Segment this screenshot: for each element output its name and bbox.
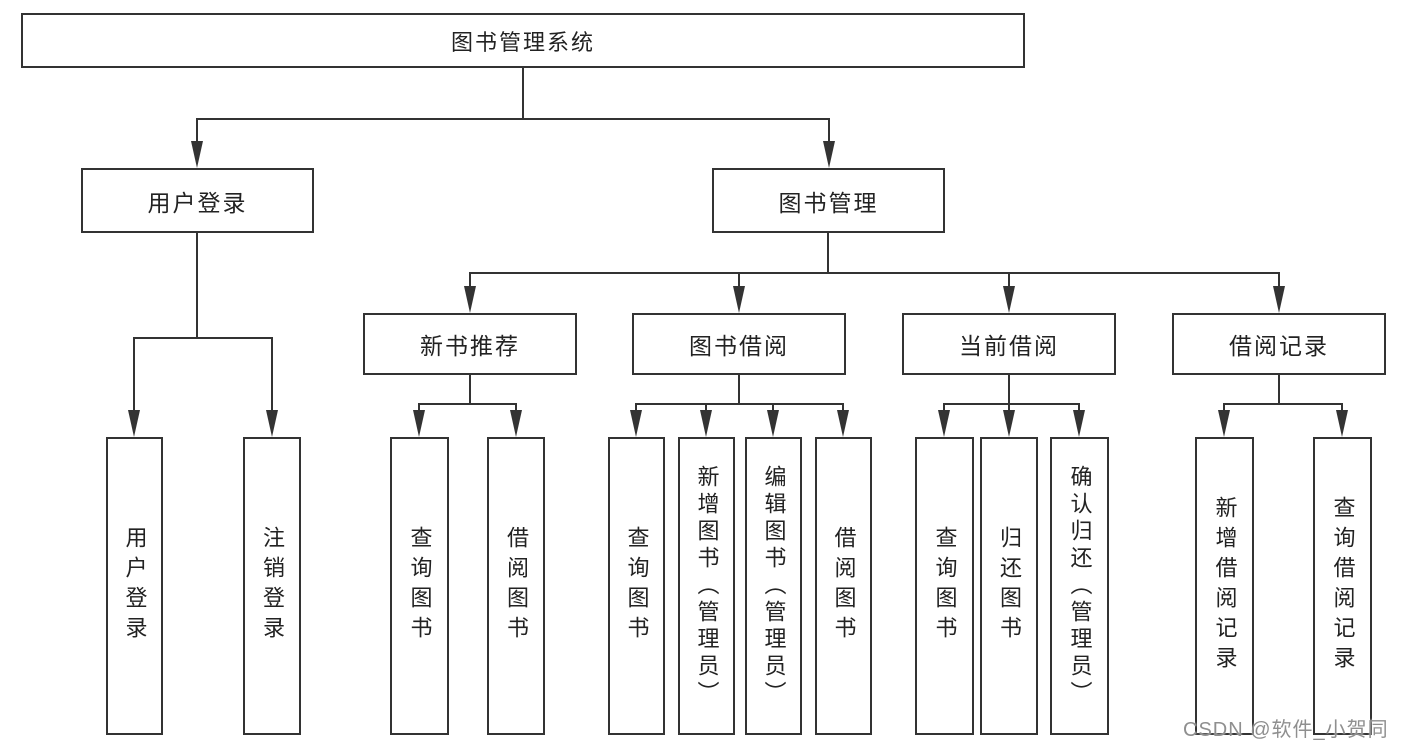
connector-line bbox=[827, 233, 829, 273]
node-label: 查询图书 bbox=[624, 526, 650, 646]
connector-line bbox=[772, 403, 774, 412]
arrow-down-icon bbox=[266, 410, 278, 437]
node-label: 查询图书 bbox=[407, 526, 433, 646]
node-current-borrowing: 当前借阅 bbox=[902, 313, 1116, 375]
connector-line bbox=[133, 337, 273, 339]
node-label: 编辑图书（管理员） bbox=[761, 464, 787, 708]
leaf-logout-login: 注销登录 bbox=[243, 437, 301, 735]
connector-line bbox=[842, 403, 844, 412]
arrow-down-icon bbox=[464, 286, 476, 313]
node-label: 借阅记录 bbox=[1229, 333, 1329, 359]
node-borrowing-records: 借阅记录 bbox=[1172, 313, 1386, 375]
leaf-user-login: 用户登录 bbox=[106, 437, 163, 735]
connector-line bbox=[705, 403, 707, 412]
connector-line bbox=[271, 337, 273, 413]
leaf-nbr-borrow-books: 借阅图书 bbox=[487, 437, 545, 735]
connector-line bbox=[738, 272, 740, 288]
connector-line bbox=[635, 403, 637, 412]
node-label: 新增借阅记录 bbox=[1212, 496, 1238, 676]
connector-line bbox=[1008, 272, 1010, 288]
arrow-down-icon bbox=[733, 286, 745, 313]
arrow-down-icon bbox=[1273, 286, 1285, 313]
arrow-down-icon bbox=[938, 410, 950, 437]
connector-line bbox=[1008, 403, 1010, 412]
node-label: 注销登录 bbox=[260, 526, 285, 646]
leaf-bb-edit-books-admin: 编辑图书（管理员） bbox=[745, 437, 802, 735]
arrow-down-icon bbox=[1218, 410, 1230, 437]
node-label: 图书管理 bbox=[778, 189, 879, 216]
connector-line bbox=[738, 375, 740, 403]
node-label: 图书管理系统 bbox=[450, 29, 595, 55]
connector-line bbox=[1278, 375, 1280, 403]
arrow-down-icon bbox=[630, 410, 642, 437]
node-user-login: 用户登录 bbox=[81, 168, 314, 233]
node-library-system: 图书管理系统 bbox=[21, 13, 1025, 68]
arrow-down-icon bbox=[1003, 410, 1015, 437]
node-label: 新增图书（管理员） bbox=[694, 464, 720, 708]
leaf-cb-confirm-return-admin: 确认归还（管理员） bbox=[1050, 437, 1109, 735]
connector-line bbox=[522, 68, 524, 118]
leaf-nbr-query-books: 查询图书 bbox=[390, 437, 449, 735]
node-book-borrowing: 图书借阅 bbox=[632, 313, 846, 375]
arrow-down-icon bbox=[837, 410, 849, 437]
arrow-down-icon bbox=[128, 410, 140, 437]
leaf-cb-query-books: 查询图书 bbox=[915, 437, 974, 735]
node-label: 查询借阅记录 bbox=[1330, 496, 1356, 676]
arrow-down-icon bbox=[191, 141, 203, 168]
node-label: 新书推荐 bbox=[420, 333, 520, 359]
node-label: 归还图书 bbox=[997, 526, 1022, 646]
leaf-bb-borrow-books: 借阅图书 bbox=[815, 437, 872, 735]
arrow-down-icon bbox=[1003, 286, 1015, 313]
connector-line bbox=[196, 233, 198, 337]
node-label: 用户登录 bbox=[122, 526, 148, 646]
arrow-down-icon bbox=[767, 410, 779, 437]
leaf-bb-query-books: 查询图书 bbox=[608, 437, 665, 735]
connector-line bbox=[469, 272, 471, 288]
node-new-book-recommend: 新书推荐 bbox=[363, 313, 577, 375]
connector-line bbox=[133, 337, 135, 413]
node-label: 用户登录 bbox=[147, 189, 248, 216]
node-label: 确认归还（管理员） bbox=[1067, 464, 1093, 708]
arrow-down-icon bbox=[510, 410, 522, 437]
arrow-down-icon bbox=[1073, 410, 1085, 437]
arrow-down-icon bbox=[1336, 410, 1348, 437]
node-label: 查询图书 bbox=[932, 526, 958, 646]
connector-line bbox=[469, 375, 471, 403]
connector-line bbox=[196, 118, 830, 120]
leaf-br-query-record: 查询借阅记录 bbox=[1313, 437, 1372, 735]
connector-line bbox=[418, 403, 517, 405]
node-label: 借阅图书 bbox=[504, 526, 529, 646]
leaf-cb-return-books: 归还图书 bbox=[980, 437, 1038, 735]
connector-line bbox=[1223, 403, 1343, 405]
connector-line bbox=[1341, 403, 1343, 412]
arrow-down-icon bbox=[823, 141, 835, 168]
connector-line bbox=[635, 403, 844, 405]
leaf-bb-add-books-admin: 新增图书（管理员） bbox=[678, 437, 735, 735]
connector-line bbox=[515, 403, 517, 412]
connector-line bbox=[1008, 375, 1010, 403]
connector-line bbox=[943, 403, 945, 412]
node-label: 图书借阅 bbox=[689, 333, 789, 359]
connector-line bbox=[196, 118, 198, 144]
connector-line bbox=[943, 403, 1080, 405]
node-label: 当前借阅 bbox=[959, 333, 1059, 359]
node-label: 借阅图书 bbox=[831, 526, 857, 646]
connector-line bbox=[1078, 403, 1080, 412]
connector-line bbox=[418, 403, 420, 412]
connector-line bbox=[828, 118, 830, 144]
connector-line bbox=[1278, 272, 1280, 288]
leaf-br-add-record: 新增借阅记录 bbox=[1195, 437, 1254, 735]
arrow-down-icon bbox=[700, 410, 712, 437]
connector-line bbox=[1223, 403, 1225, 412]
node-book-management: 图书管理 bbox=[712, 168, 945, 233]
watermark: CSDN @软件_小贺同学 bbox=[1183, 719, 1389, 741]
connector-line bbox=[469, 272, 1280, 274]
arrow-down-icon bbox=[413, 410, 425, 437]
